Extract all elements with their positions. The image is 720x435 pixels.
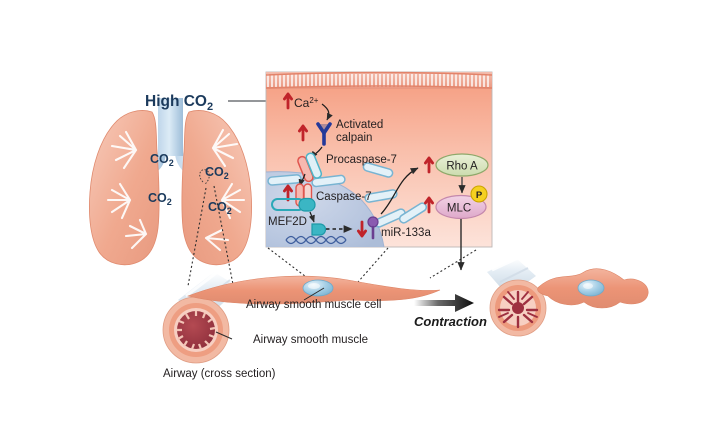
leader-line-cell [303,287,325,301]
airway-cross-section [162,268,240,364]
mlc-label: MLC [447,203,471,215]
node-calpain: Activated calpain [298,119,383,146]
procaspase7-label: Procaspase-7 [326,154,397,166]
phosphate-label: P [476,190,483,201]
organelle-capsules [267,162,428,228]
up-arrow-icon [283,92,293,110]
arrow-ca-to-calpain [321,103,333,121]
lung-left [89,110,160,266]
node-procaspase7: Procaspase-7 [297,152,397,183]
co2-label-1: CO2 [150,152,174,168]
up-arrow-icon [424,196,434,214]
connector-lung-to-airway-2 [213,185,237,301]
calpain-label-line2: calpain [336,132,372,144]
up-arrow-icon [424,156,434,174]
alveolar-branches-right [204,128,246,252]
node-rhoa: Rho A [424,153,489,177]
contraction-label: Contraction [414,314,487,329]
smooth-muscle-cell-label: Airway smooth muscle cell [246,299,381,311]
plasma-membrane [265,71,493,89]
dna-strand-icon [285,235,347,245]
node-mef2d: MEF2D [268,197,316,228]
airway-epithelium [177,311,216,350]
high-co2-label: High CO2 [145,93,213,113]
node-mlc: MLC P [424,185,488,220]
rhoa-label: Rho A [446,161,478,173]
up-arrow-icon [298,124,308,142]
connector-panel-to-cell-right [357,247,389,283]
co2-label-3: CO2 [205,165,229,181]
mir133a-label: miR-133a [381,227,431,239]
connector-panel-to-strip [429,249,477,279]
mef2d-label: MEF2D [268,216,307,228]
node-calcium: Ca2+ [283,92,319,110]
calpain-label-line1: Activated [336,119,383,131]
smooth-muscle-cell-contracted [537,268,649,309]
contraction-arrow-group: Contraction [414,294,487,329]
contraction-arrow-icon [414,294,474,312]
leader-line-muscle [215,331,233,340]
node-mir133a: miR-133a [357,216,431,240]
down-arrow-icon [357,220,367,238]
phosphate-icon [470,185,488,203]
lung-right [181,110,252,266]
contracted-lumen-icon [497,290,539,329]
co2-label-2: CO2 [148,191,172,207]
co2-label-group: CO2 CO2 CO2 CO2 [148,152,232,216]
alveolar-branches-left [106,130,148,250]
mirna-icon [367,216,379,240]
mef2d-fragment [311,223,327,236]
lungs-illustration: CO2 CO2 CO2 CO2 [89,98,252,266]
smooth-muscle-label: Airway smooth muscle [253,334,368,346]
cross-section-label: Airway (cross section) [163,368,276,380]
arrow-mir-to-rhoa [380,167,419,215]
airway-contracted [487,255,547,337]
caspase7-label: Caspase-7 [316,191,372,203]
signaling-panel: Ca2+ Activated calpain Procaspase-7 [265,71,493,271]
connector-panel-to-cell-left [267,247,319,287]
connector-lung-to-airway [187,187,207,287]
callout-connectors [187,185,477,301]
calcium-label: Ca2+ [294,96,319,110]
up-arrow-icon [283,184,293,202]
calpain-icon [316,122,332,146]
smooth-muscle-cell-relaxed [186,275,441,305]
co2-label-4: CO2 [208,200,232,216]
arrow-mef2d-cleavage [308,211,315,223]
anatomy-labels: Airway smooth muscle cell Airway smooth … [163,287,381,380]
